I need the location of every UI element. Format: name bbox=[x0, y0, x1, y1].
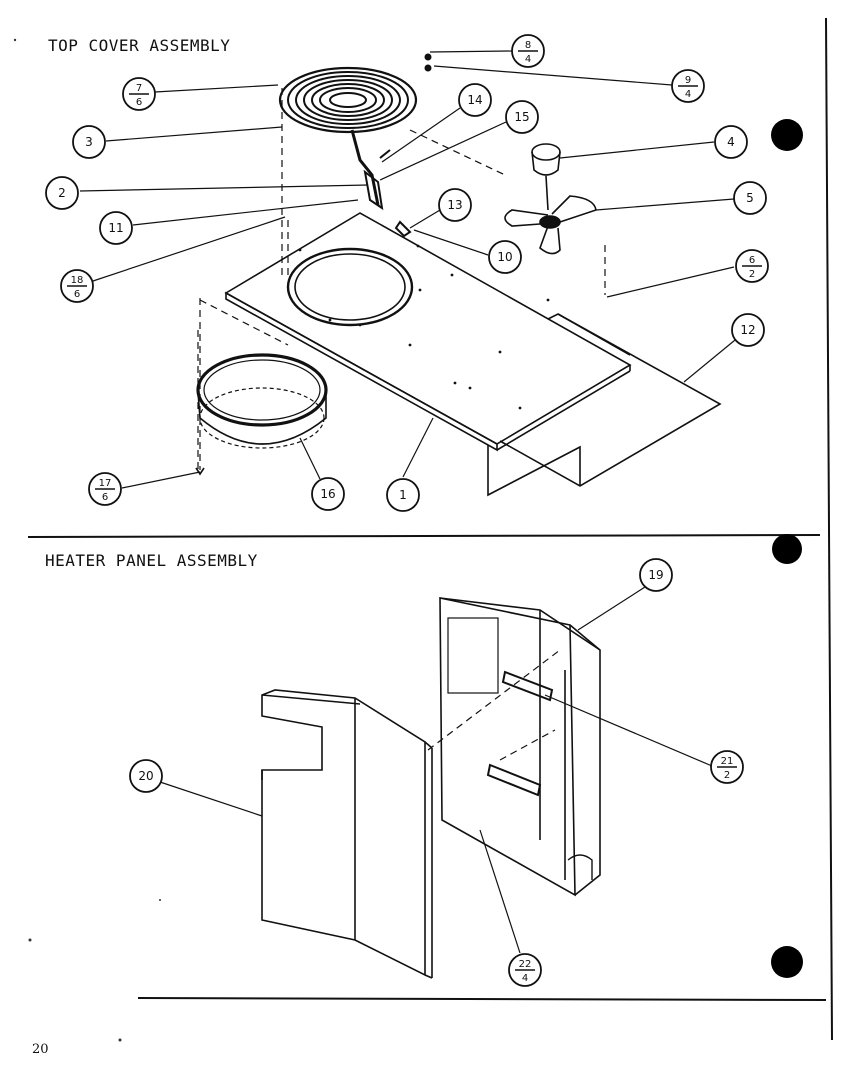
callout-circle bbox=[639, 558, 673, 592]
callout-number: 4 bbox=[727, 135, 735, 149]
callout-number: 16 bbox=[320, 487, 335, 501]
mounting-ring bbox=[195, 353, 328, 476]
callout-13: 13 bbox=[438, 188, 472, 222]
callout-number: 20 bbox=[138, 769, 153, 783]
callout-number: 21 bbox=[721, 756, 734, 767]
callout-number: 2 bbox=[58, 186, 66, 200]
callout-sheet-ref: 2 bbox=[749, 269, 755, 280]
callout-17: 176 bbox=[88, 472, 122, 506]
heater-panel bbox=[439, 597, 601, 897]
assembly-guide-lines bbox=[197, 88, 606, 470]
callout-sheet-ref: 6 bbox=[102, 492, 108, 503]
callout-number: 9 bbox=[685, 75, 691, 86]
callout-number: 7 bbox=[136, 83, 142, 94]
callout-4: 4 bbox=[714, 125, 748, 159]
callout-number: 8 bbox=[525, 40, 531, 51]
callout-16: 16 bbox=[311, 477, 345, 511]
page-number: 20 bbox=[32, 1042, 49, 1057]
callout-10: 10 bbox=[488, 240, 522, 274]
callout-3: 3 bbox=[72, 125, 106, 159]
callout-number: 10 bbox=[497, 250, 512, 264]
callout-sheet-ref: 4 bbox=[525, 54, 531, 65]
callout-20: 20 bbox=[129, 759, 163, 793]
callout-number: 14 bbox=[467, 93, 482, 107]
callout-number: 19 bbox=[648, 568, 663, 582]
callout-circle bbox=[311, 477, 345, 511]
callout-22: 224 bbox=[508, 953, 542, 987]
registration-holes bbox=[771, 119, 803, 978]
page-frame bbox=[27, 17, 833, 1041]
callout-circle bbox=[714, 125, 748, 159]
callout-18: 186 bbox=[60, 269, 94, 303]
callout-5: 5 bbox=[733, 181, 767, 215]
callout-circle bbox=[458, 83, 492, 117]
callout-11: 11 bbox=[99, 211, 133, 245]
callout-1: 1 bbox=[386, 478, 420, 512]
heater-front-cover bbox=[261, 689, 433, 979]
callout-6: 62 bbox=[735, 249, 769, 283]
callout-number: 13 bbox=[447, 198, 462, 212]
callout-9: 94 bbox=[671, 69, 705, 103]
callout-number: 17 bbox=[99, 478, 112, 489]
callout-circle bbox=[733, 181, 767, 215]
callout-number: 12 bbox=[740, 323, 755, 337]
callout-circle bbox=[438, 188, 472, 222]
callout-sheet-ref: 2 bbox=[724, 770, 730, 781]
callout-sheet-ref: 4 bbox=[685, 89, 691, 100]
callout-number: 18 bbox=[71, 275, 84, 286]
condenser-coil bbox=[278, 66, 418, 206]
callout-8: 84 bbox=[511, 34, 545, 68]
fan-blade bbox=[504, 195, 597, 255]
callout-2: 2 bbox=[45, 176, 79, 210]
callout-number: 1 bbox=[399, 488, 407, 502]
callout-sheet-ref: 6 bbox=[74, 289, 80, 300]
callout-sheet-ref: 6 bbox=[136, 97, 142, 108]
callout-circle bbox=[505, 100, 539, 134]
callout-12: 12 bbox=[731, 313, 765, 347]
callout-circle bbox=[45, 176, 79, 210]
callout-number: 6 bbox=[749, 255, 755, 266]
callout-7: 76 bbox=[122, 77, 156, 111]
top-cover-panel bbox=[224, 212, 632, 452]
callout-number: 3 bbox=[85, 135, 93, 149]
callout-number: 22 bbox=[519, 959, 532, 970]
callout-number: 5 bbox=[746, 191, 754, 205]
callout-circle bbox=[129, 759, 163, 793]
callout-number: 15 bbox=[514, 110, 529, 124]
callout-circle bbox=[731, 313, 765, 347]
heater-bracket bbox=[363, 149, 391, 211]
leader-lines bbox=[79, 50, 747, 954]
fan-motor bbox=[531, 143, 561, 211]
bottom-plate bbox=[487, 313, 722, 497]
callout-19: 19 bbox=[639, 558, 673, 592]
callout-circle bbox=[99, 211, 133, 245]
callout-circle bbox=[488, 240, 522, 274]
callout-circle bbox=[72, 125, 106, 159]
clip-hardware bbox=[394, 53, 432, 238]
top-cover-assembly-title: TOP COVER ASSEMBLY bbox=[48, 36, 231, 55]
callout-21: 212 bbox=[710, 750, 744, 784]
callout-15: 15 bbox=[505, 100, 539, 134]
callout-number: 11 bbox=[108, 221, 123, 235]
callout-sheet-ref: 4 bbox=[522, 973, 528, 984]
heater-guide-lines bbox=[427, 649, 561, 761]
callout-circle bbox=[386, 478, 420, 512]
callout-14: 14 bbox=[458, 83, 492, 117]
heater-panel-assembly-title: HEATER PANEL ASSEMBLY bbox=[45, 551, 258, 570]
scan-noise bbox=[13, 38, 161, 1042]
